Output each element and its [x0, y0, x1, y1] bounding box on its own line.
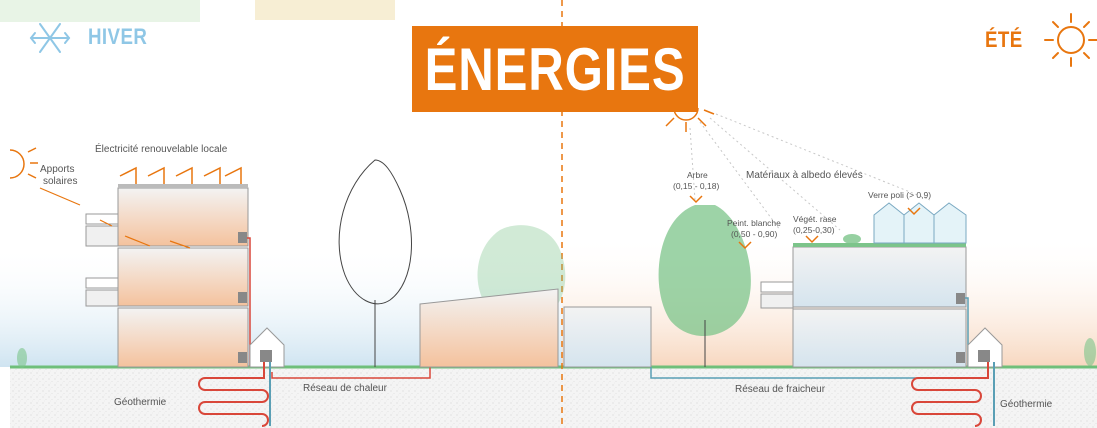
heat-network-line [271, 367, 431, 379]
white-paint-label-1: Peint. blanche [727, 218, 781, 228]
solar-gain-label-1: Apports [40, 164, 74, 175]
heat-network-label: Réseau de chaleur [303, 383, 388, 394]
snowflake-icon [29, 23, 71, 53]
glass-greenhouse [873, 202, 967, 244]
ground [10, 367, 1097, 428]
winter-building [85, 184, 251, 368]
tree-albedo-label-1: Arbre [687, 170, 708, 180]
geothermal-label-right: Géothermie [1000, 399, 1053, 410]
solar-gain-label-2: solaires [43, 176, 77, 187]
reflection-lines [689, 113, 931, 231]
geothermal-label-left: Géothermie [114, 397, 167, 408]
tree-albedo-label-2: (0,15 - 0,18) [673, 181, 719, 191]
winter-decoration [0, 0, 395, 22]
heat-pump-house-left [249, 327, 285, 368]
roof-vegetation [843, 234, 861, 244]
short-veg-label-2: (0,25-0,30) [793, 225, 835, 235]
summer-building [760, 243, 969, 368]
cooling-network-line [650, 367, 968, 379]
white-paint-label-2: (0,50 - 0,90) [731, 229, 777, 239]
geothermal-loop-left [198, 362, 271, 427]
cooling-network-label: Réseau de fraicheur [735, 384, 826, 395]
solar-panels [119, 166, 242, 184]
high-albedo-label: Matériaux à albedo élevés [746, 170, 863, 181]
summer-label: ÉTÉ [985, 27, 1023, 52]
albedo-markers [689, 195, 921, 250]
edge-plants [17, 338, 1096, 368]
geothermal-loop-right [911, 362, 995, 427]
tree-outline [338, 159, 412, 367]
local-renewable-label: Électricité renouvelable locale [95, 142, 228, 155]
title-banner: ÉNERGIES [412, 26, 698, 112]
heat-pump-house-right [967, 327, 1003, 368]
solar-gain-arrows [39, 187, 191, 249]
polished-glass-label: Verre poli (> 0,9) [868, 190, 931, 200]
short-veg-label-1: Végét. rase [793, 214, 837, 224]
center-building [419, 288, 652, 368]
winter-sun-icon [9, 147, 38, 179]
winter-label: HIVER [88, 24, 148, 49]
summer-sun-icon [665, 107, 715, 132]
page-title: ÉNERGIES [424, 35, 686, 103]
sun-icon [1044, 13, 1097, 67]
summer-tree [658, 205, 751, 367]
